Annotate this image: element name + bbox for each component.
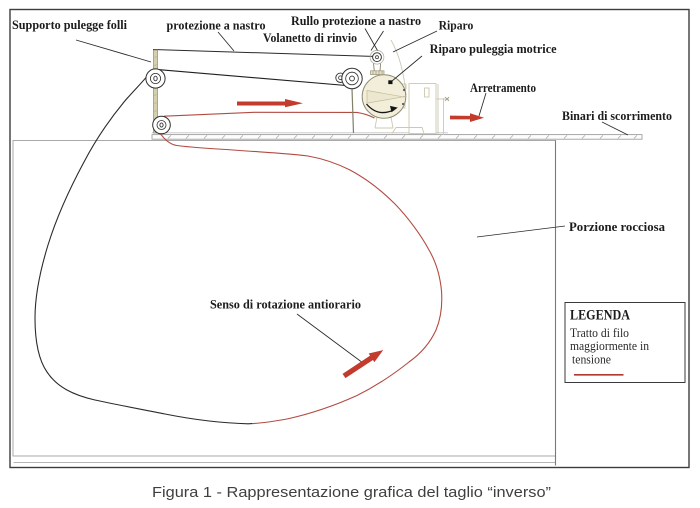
svg-text:Arretramento: Arretramento (470, 80, 536, 95)
svg-text:Rullo protezione a nastro: Rullo protezione a nastro (291, 13, 421, 28)
svg-text:Riparo puleggia motrice: Riparo puleggia motrice (430, 41, 557, 56)
svg-text:LEGENDA: LEGENDA (570, 308, 630, 324)
svg-text:Senso di rotazione antiorario: Senso di rotazione antiorario (210, 297, 361, 312)
svg-text:protezione a nastro: protezione a nastro (167, 18, 266, 33)
svg-text:maggiormente in: maggiormente in (570, 339, 650, 353)
svg-text:Supporto pulegge folli: Supporto pulegge folli (12, 17, 127, 32)
svg-text:Binari di scorrimento: Binari di scorrimento (562, 108, 672, 123)
svg-text:Volanetto di rinvio: Volanetto di rinvio (263, 30, 357, 45)
svg-text:Riparo: Riparo (439, 18, 474, 33)
svg-text:Tratto di filo: Tratto di filo (570, 326, 629, 340)
svg-text:Porzione rocciosa: Porzione rocciosa (569, 219, 665, 234)
svg-text:tensione: tensione (572, 353, 611, 367)
svg-text:Figura 1 - Rappresentazione gr: Figura 1 - Rappresentazione grafica del … (152, 484, 551, 501)
